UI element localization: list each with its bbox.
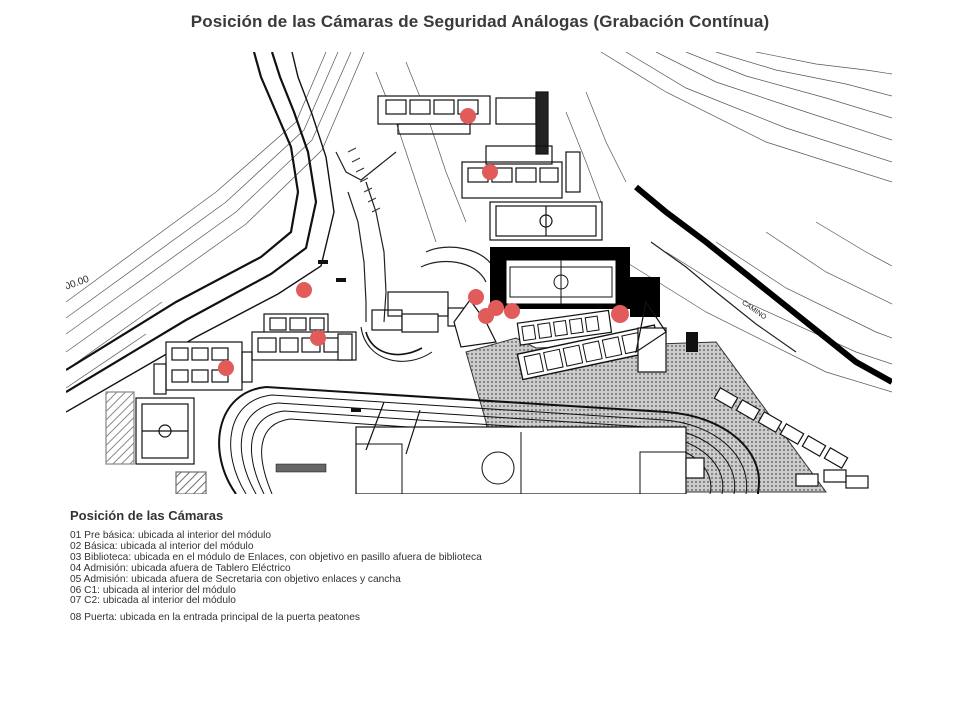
camera-marker: [482, 164, 498, 180]
running-track: [218, 386, 761, 494]
camera-list-item: 05 Admisión: ubicada afuera de Secretari…: [70, 573, 401, 585]
camera-list-item: 04 Admisión: ubicada afuera de Tablero E…: [70, 562, 291, 574]
camera-marker: [296, 282, 312, 298]
terrain-contours: [66, 52, 892, 393]
camera-list-item: 01 Pre básica: ubicada al interior del m…: [70, 530, 272, 541]
module-second: [461, 145, 581, 199]
gym-building: [490, 247, 660, 317]
camera-marker: [468, 289, 484, 305]
camera-markers: [218, 108, 629, 376]
elevation-label: 00.00: [66, 274, 91, 293]
camera-marker: [611, 305, 629, 323]
stands-right: [685, 386, 869, 489]
camera-list-title: Posición de las Cámaras: [70, 508, 224, 523]
module-middle-left: [251, 313, 357, 361]
misc-marks: [318, 260, 698, 412]
court-lower-left: [105, 391, 207, 494]
camera-marker: [310, 330, 326, 346]
road-right: [634, 184, 892, 385]
camera-list-extra: 08 Puerta: ubicada en la entrada princip…: [70, 612, 360, 623]
camera-list-item: 06 C1: ubicada al interior del módulo: [70, 584, 236, 596]
slide-title: Posición de las Cámaras de Seguridad Aná…: [190, 12, 770, 31]
module-admin: [360, 291, 497, 362]
camera-marker: [218, 360, 234, 376]
site-plan: 00.00 CAMINO: [66, 52, 892, 494]
camera-list-item: 03 Biblioteca: ubicada en el módulo de E…: [70, 551, 482, 563]
module-lower-left: [153, 341, 253, 395]
court-upper: [489, 201, 603, 241]
camera-list: 01 Pre básica: ubicada al interior del m…: [70, 530, 482, 607]
camera-marker: [478, 308, 494, 324]
road-left: [66, 52, 335, 413]
camera-list-item: 07 C2: ubicada al interior del módulo: [70, 595, 236, 607]
road-label: CAMINO: [740, 299, 767, 321]
camera-marker: [504, 303, 520, 319]
camera-list-item: 02 Básica: ubicada al interior del módul…: [70, 540, 254, 552]
seating-lines: [347, 147, 381, 213]
camera-marker: [460, 108, 476, 124]
